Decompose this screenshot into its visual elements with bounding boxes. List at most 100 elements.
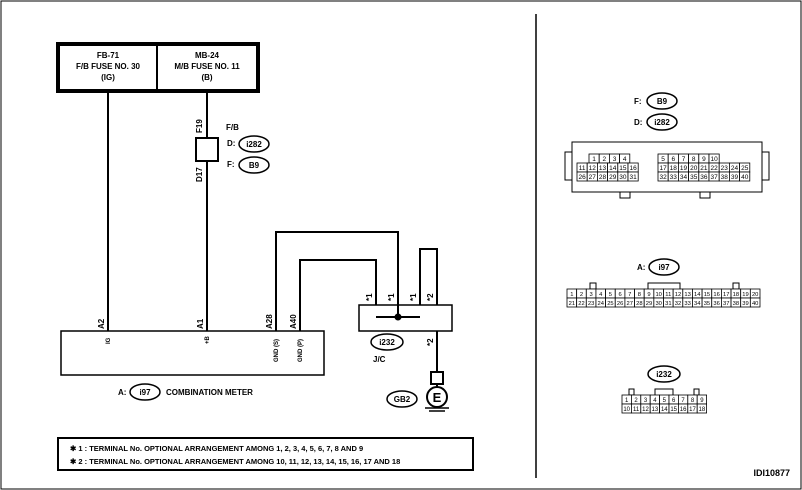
pin-number: 18 — [733, 292, 739, 298]
pin-number: 2 — [580, 292, 583, 298]
jc-label: J/C — [373, 355, 386, 364]
pin-number: 1 — [625, 398, 629, 404]
pin-number: 13 — [652, 407, 659, 413]
pin-number: 8 — [638, 292, 641, 298]
pin-number: 12 — [675, 292, 681, 298]
pin-number: 29 — [646, 301, 652, 307]
fuse-left-line2: F/B FUSE NO. 30 — [76, 62, 141, 71]
terminal-gnd-p: GND (P) — [298, 339, 304, 362]
pin-number: 2 — [634, 398, 638, 404]
pin-number: 8 — [691, 398, 695, 404]
rp-f-prefix: F: — [634, 97, 642, 106]
pin-number: 3 — [613, 156, 617, 163]
fuse-left-line3: (IG) — [101, 73, 115, 82]
terminal-gnd-s: GND (S) — [274, 339, 280, 362]
pin-cell — [627, 171, 639, 182]
rp-a-badge — [648, 258, 680, 276]
pin-number: 24 — [598, 301, 605, 307]
pin-number: 14 — [609, 165, 617, 172]
pin-number: 8 — [692, 156, 696, 163]
pin-number: 5 — [661, 156, 665, 163]
pin-number: 19 — [742, 292, 748, 298]
pin-number: 39 — [731, 174, 739, 181]
note-2: ✱ 2 : TERMINAL No. OPTIONAL ARRANGEMENT … — [70, 457, 400, 466]
pin-a2: A2 — [97, 318, 106, 329]
pin-number: 37 — [723, 301, 729, 307]
pin-number: 37 — [710, 174, 718, 181]
pin-number: 25 — [607, 301, 613, 307]
pin-number: 16 — [629, 165, 637, 172]
pin-number: 26 — [617, 301, 623, 307]
note-1: ✱ 1 : TERMINAL No. OPTIONAL ARRANGEMENT … — [70, 444, 363, 453]
pin-cell — [739, 171, 751, 182]
jc-pin-4: *2 — [426, 293, 435, 301]
pin-number: 7 — [628, 292, 631, 298]
fuse-right-line3: (B) — [201, 73, 212, 82]
pin-number: 22 — [578, 301, 584, 307]
pin-number: 22 — [710, 165, 718, 172]
pin-number: 14 — [661, 407, 668, 413]
pin-number: 1 — [592, 156, 596, 163]
rp-d-prefix: D: — [634, 118, 642, 127]
gb2-badge — [386, 390, 418, 408]
ground-symbol: E — [433, 390, 442, 405]
pin-number: 11 — [665, 292, 671, 298]
pin-number: 40 — [752, 301, 758, 307]
pin-number: 19 — [680, 165, 688, 172]
pin-number: 40 — [741, 174, 749, 181]
pin-f19: F19 — [195, 119, 204, 133]
ground-connector — [430, 371, 444, 385]
fuse-right-line2: M/B FUSE NO. 11 — [174, 62, 240, 71]
pin-number: 14 — [694, 292, 701, 298]
jc-pin-2: *1 — [387, 293, 396, 301]
pin-number: 36 — [700, 174, 708, 181]
pin-number: 15 — [670, 407, 677, 413]
pin-number: 17 — [659, 165, 667, 172]
pin-number: 9 — [702, 156, 706, 163]
pin-number: 35 — [704, 301, 710, 307]
pin-number: 26 — [578, 174, 586, 181]
f-connector-id: B9 — [249, 161, 260, 170]
rp-f-badge — [646, 92, 678, 110]
pin-number: 9 — [700, 398, 704, 404]
pin-number: 34 — [680, 174, 688, 181]
fuse-box: FB-71 F/B FUSE NO. 30 (IG) MB-24 M/B FUS… — [56, 42, 260, 93]
pin-number: 38 — [733, 301, 739, 307]
fb-label: F/B — [226, 123, 239, 132]
pin-number: 18 — [670, 165, 678, 172]
pin-number: 21 — [569, 301, 575, 307]
pin-a40: A40 — [289, 314, 298, 329]
d-connector-id: i282 — [246, 140, 262, 149]
pin-number: 20 — [690, 165, 698, 172]
pin-number: 13 — [684, 292, 690, 298]
pin-number: 32 — [675, 301, 681, 307]
pin-number: 33 — [670, 174, 678, 181]
pin-number: 25 — [741, 165, 749, 172]
pin-number: 17 — [723, 292, 729, 298]
pin-number: 27 — [589, 174, 597, 181]
rp-jc-badge — [647, 365, 681, 383]
rp-d-badge — [646, 113, 678, 131]
pin-number: 32 — [659, 174, 667, 181]
pin-cell — [696, 403, 708, 414]
junction-dot — [394, 313, 402, 321]
pin-a1: A1 — [196, 318, 205, 329]
pin-number: 23 — [588, 301, 594, 307]
gb2-label: GB2 — [394, 395, 411, 404]
pin-number: 10 — [710, 156, 718, 163]
pin-number: 3 — [644, 398, 648, 404]
pin-number: 36 — [713, 301, 719, 307]
d-connector-badge — [238, 135, 270, 153]
jc-connector-badge — [370, 333, 404, 351]
pin-number: 2 — [602, 156, 606, 163]
pin-number: 6 — [618, 292, 621, 298]
jc-box — [358, 304, 453, 332]
pin-number: 6 — [671, 156, 675, 163]
b9-connector-outline — [564, 141, 770, 199]
pin-number: 9 — [647, 292, 650, 298]
pin-number: 15 — [704, 292, 710, 298]
pin-cell — [749, 297, 761, 308]
